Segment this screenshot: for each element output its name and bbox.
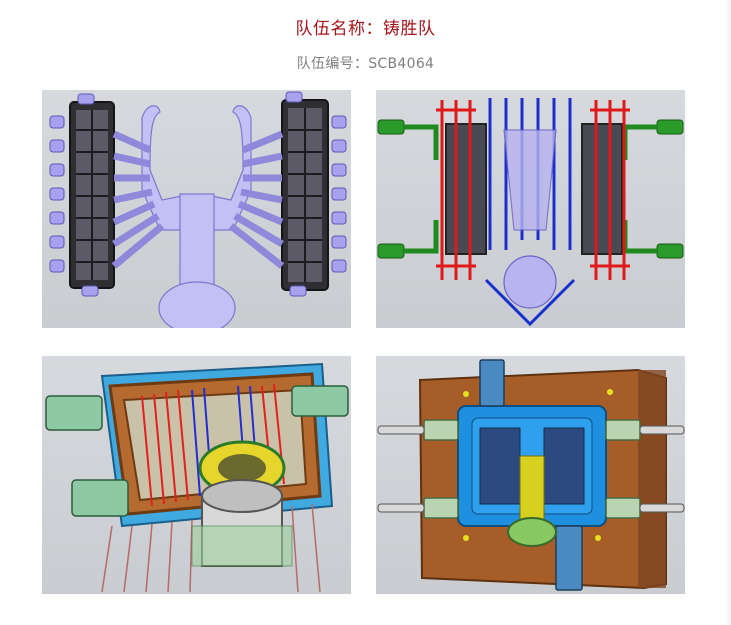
cooling-channel-image [376,90,685,328]
center-cylinder [191,440,293,567]
green-cylinders [377,119,684,259]
runner-core [503,129,557,309]
side-slides [423,419,641,519]
mold-top-view-image [376,356,685,594]
pins-red [141,383,285,507]
right-casting-block [281,91,347,297]
page-edge-shadow [725,0,731,625]
top-bottom-feed [479,359,583,591]
mold-assembly-image [42,356,351,594]
cooled-blocks [445,123,623,255]
ejector-pins [101,503,321,593]
casting-runner-image [42,90,351,328]
side-rods [377,425,685,513]
side-cylinders [45,385,349,517]
team-name: 队伍名称：铸胜队 [295,19,436,39]
team-number: 队伍编号：SCB4064 [296,56,435,72]
guide-markers [463,389,613,541]
sprue-bush [507,517,557,547]
left-casting-block [49,93,115,297]
cavity-blue [457,405,607,527]
runner-system [111,105,285,328]
cooling-lines-red [436,100,630,280]
